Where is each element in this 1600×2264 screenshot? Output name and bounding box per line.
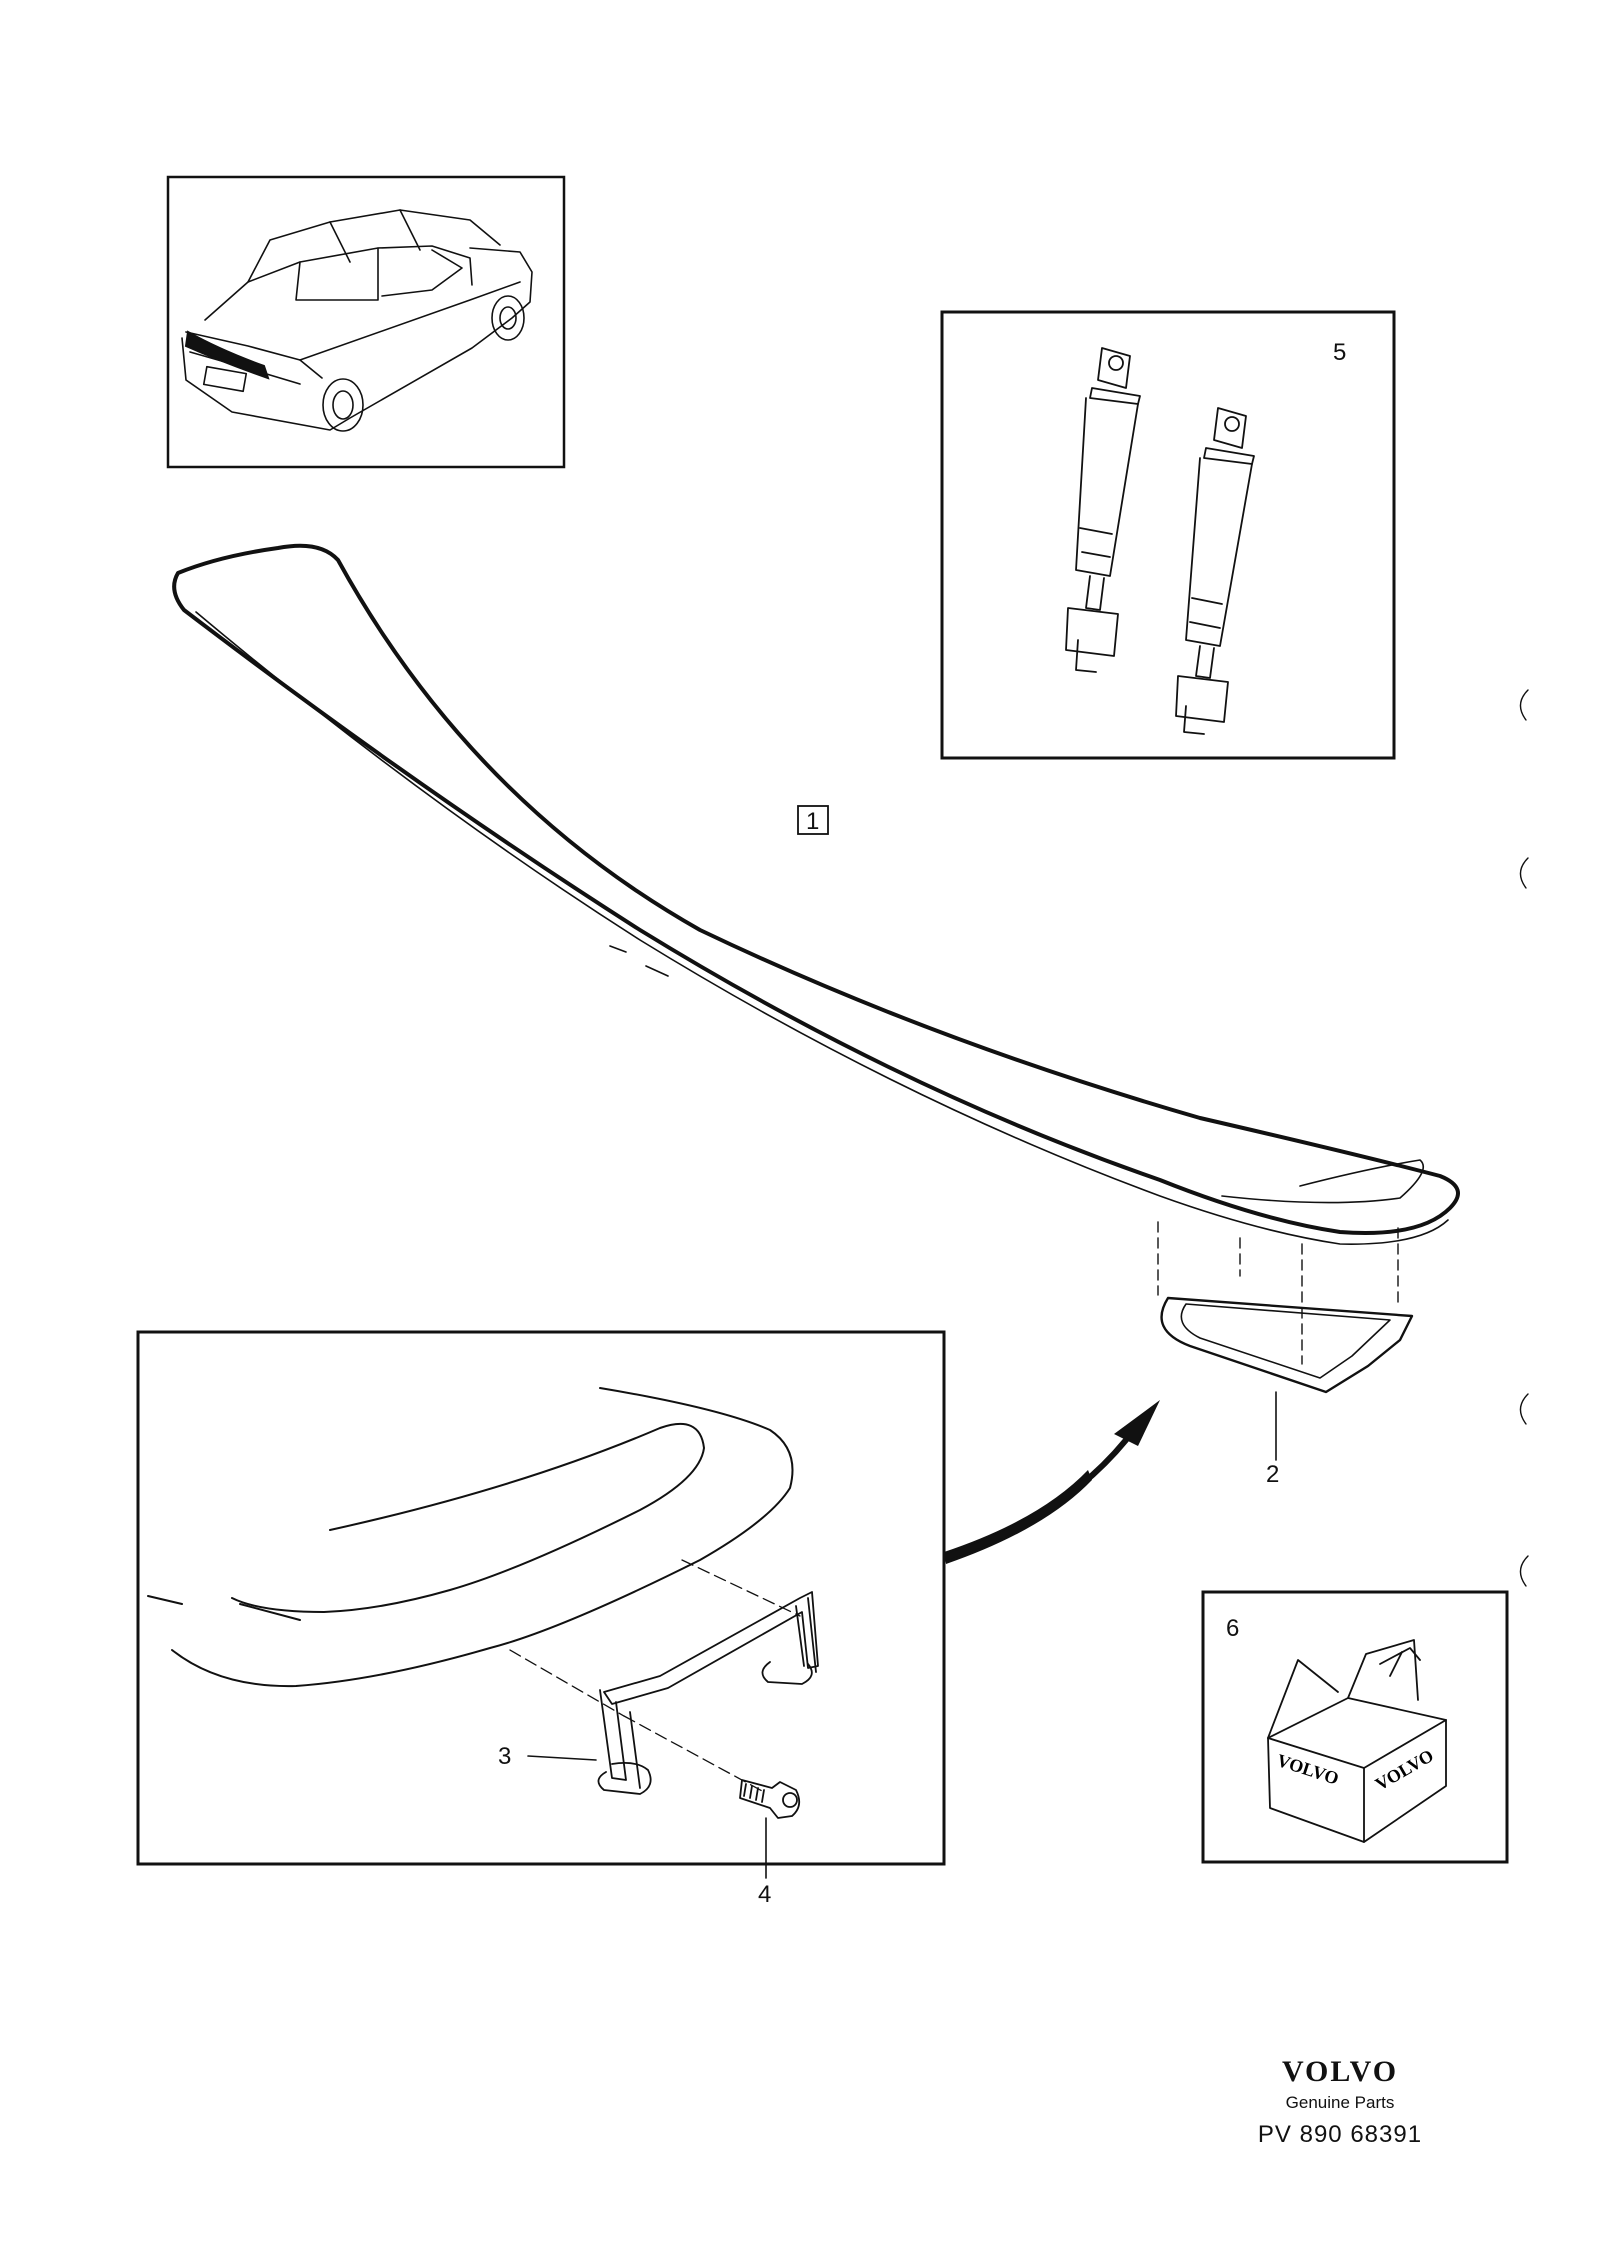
sedan-illustration <box>181 209 533 432</box>
part-reference: PV 890 68391 <box>1257 2121 1423 2148</box>
kit-box-panel: 6 VOLVO VOLVO <box>1201 1590 1509 1864</box>
callout-1: 1 <box>806 808 819 835</box>
gas-strut-a <box>1065 347 1141 673</box>
binder-hole-marks <box>1519 689 1529 1587</box>
screw <box>739 1779 801 1819</box>
brand-logo: VOLVO <box>1281 2055 1399 2088</box>
spoiler-highlight <box>184 330 270 380</box>
footer: VOLVO Genuine Parts PV 890 68391 <box>1240 2055 1440 2149</box>
kit-box <box>1267 1639 1447 1843</box>
callout-4: 4 <box>758 1881 771 1908</box>
callout-6: 6 <box>1226 1615 1239 1642</box>
gas-strut-panel: 5 <box>940 310 1396 760</box>
callout-1-box: 1 <box>797 805 829 835</box>
detail-arrow <box>941 1400 1160 1564</box>
mounting-clip <box>597 1591 819 1795</box>
brand-tagline: Genuine Parts <box>1285 2093 1395 2112</box>
clip-detail-panel: 3 4 <box>136 1330 946 1908</box>
callout-2: 2 <box>1266 1461 1279 1488</box>
spoiler-gasket: 2 <box>1160 1296 1414 1488</box>
car-overview-panel <box>166 175 566 469</box>
assembly-lines-gasket <box>1157 1221 1399 1365</box>
callout-5: 5 <box>1333 339 1346 366</box>
leader-3 <box>527 1755 597 1761</box>
clip-assembly-lines <box>509 1559 801 1793</box>
rear-spoiler <box>172 543 1460 1245</box>
spoiler-end-closeup <box>147 1387 794 1688</box>
callout-3: 3 <box>498 1743 511 1770</box>
gas-strut-b <box>1175 407 1255 735</box>
